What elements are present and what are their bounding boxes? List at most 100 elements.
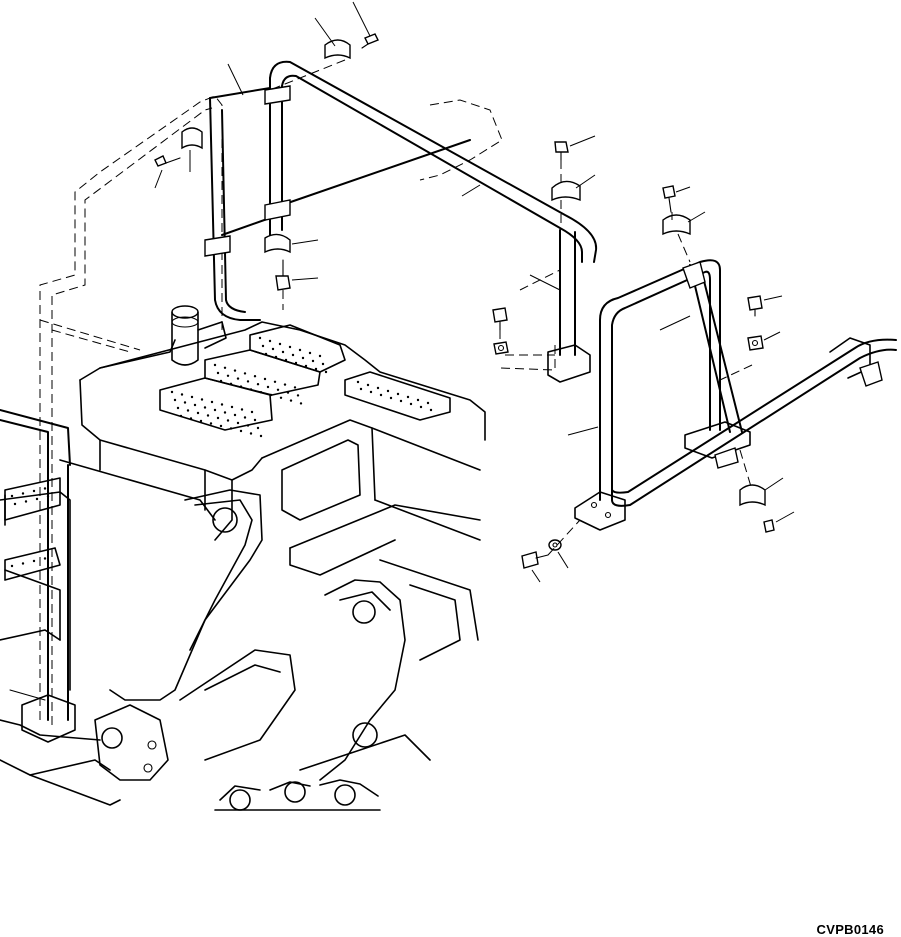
existing-handrail-phantom <box>39 95 753 725</box>
fasteners <box>154 33 775 569</box>
perforation-dot <box>226 374 230 377</box>
perforation-dot <box>229 427 233 430</box>
perforation-dot <box>278 342 282 346</box>
perforation-dot <box>223 411 227 414</box>
perforation-dot <box>210 400 214 404</box>
perforation-dot <box>21 562 25 565</box>
drawing-code-label: CVPB0146 <box>816 922 884 937</box>
perforation-dot <box>291 353 295 357</box>
perforation-dot <box>266 385 270 389</box>
perforation-dot <box>259 391 263 394</box>
perforation-dot <box>13 502 17 506</box>
perforation-dot <box>284 358 288 362</box>
perforation-dot <box>193 403 197 407</box>
perforation-dot <box>243 372 247 375</box>
perforation-dot <box>286 391 290 394</box>
perforation-dot <box>289 399 293 402</box>
perforation-dot <box>253 418 257 422</box>
leader-lines <box>154 1 795 583</box>
perforation-dot <box>213 363 217 367</box>
perforation-dot <box>271 347 275 351</box>
perforation-dot <box>21 492 25 495</box>
perforation-dot <box>376 386 380 390</box>
perforation-dot <box>269 393 273 397</box>
perforation-dot <box>276 388 280 391</box>
perforation-dot <box>304 364 308 368</box>
perforation-dot <box>321 362 325 366</box>
perforation-dot <box>318 354 322 358</box>
perforation-dot <box>216 371 220 375</box>
perforation-dot <box>406 395 410 399</box>
perforation-dot <box>180 393 184 396</box>
perforated-step-plates <box>4 324 451 581</box>
perforation-dot <box>216 416 220 420</box>
perforation-dot <box>236 421 240 425</box>
perforation-dot <box>293 386 297 389</box>
perforation-dot <box>416 398 420 402</box>
perforation-dot <box>250 410 254 414</box>
perforation-dot <box>268 339 272 343</box>
perforation-dot <box>173 398 177 402</box>
perforation-dot <box>246 380 250 383</box>
perforation-dot <box>379 393 383 397</box>
perforation-dot <box>179 414 183 418</box>
perforation-dot <box>366 383 370 387</box>
perforation-dot <box>43 487 47 490</box>
perforation-dot <box>183 401 187 404</box>
perforation-dot <box>226 419 230 422</box>
perforation-dot <box>369 390 373 394</box>
perforation-dot <box>236 377 240 380</box>
perforation-dot <box>249 432 253 435</box>
perforation-dot <box>229 382 233 385</box>
right-handrail <box>574 259 897 531</box>
perforation-dot <box>253 375 257 378</box>
perforation-dot <box>281 350 285 354</box>
perforation-dot <box>223 366 227 369</box>
perforation-dot <box>243 416 247 419</box>
perforation-dot <box>10 564 14 568</box>
perforation-dot <box>200 398 204 401</box>
perforation-dot <box>294 361 298 365</box>
perforation-dot <box>299 402 303 405</box>
perforation-dot <box>199 419 203 423</box>
perforation-dot <box>230 405 234 409</box>
perforation-dot <box>274 355 278 359</box>
perforation-dot <box>256 426 260 430</box>
perforation-dot <box>301 356 305 360</box>
perforation-dot <box>246 424 250 427</box>
perforation-dot <box>196 411 200 415</box>
perforation-dot <box>263 377 267 381</box>
perforation-dot <box>249 388 253 391</box>
perforation-dot <box>176 406 180 410</box>
perforation-dot <box>219 379 223 383</box>
perforation-dot <box>186 409 190 412</box>
perforation-dot <box>396 392 400 396</box>
perforation-dot <box>273 380 277 383</box>
perforation-dot <box>206 414 210 417</box>
perforation-dot <box>324 370 328 374</box>
center-handrail <box>204 60 598 383</box>
perforation-dot <box>203 406 207 409</box>
perforation-dot <box>308 351 312 355</box>
perforation-dot <box>219 424 223 428</box>
perforation-dot <box>24 500 28 503</box>
perforation-dot <box>190 395 194 399</box>
assembly-centerlines <box>269 59 753 556</box>
perforation-dot <box>419 405 423 409</box>
perforation-dot <box>399 399 403 403</box>
perforation-dot <box>220 403 224 406</box>
perforation-dot <box>288 345 292 349</box>
perforation-dot <box>213 408 217 412</box>
perforation-dot <box>32 489 36 493</box>
perforation-dot <box>359 387 363 391</box>
perforation-dot <box>10 494 14 498</box>
perforation-dot <box>356 380 360 384</box>
perforation-dot <box>189 417 193 420</box>
perforation-dot <box>35 497 39 501</box>
perforation-dot <box>259 434 263 438</box>
perforation-dot <box>240 408 244 411</box>
filler-cap <box>171 305 227 366</box>
perforation-dot <box>283 383 287 386</box>
perforation-dot <box>279 396 283 399</box>
